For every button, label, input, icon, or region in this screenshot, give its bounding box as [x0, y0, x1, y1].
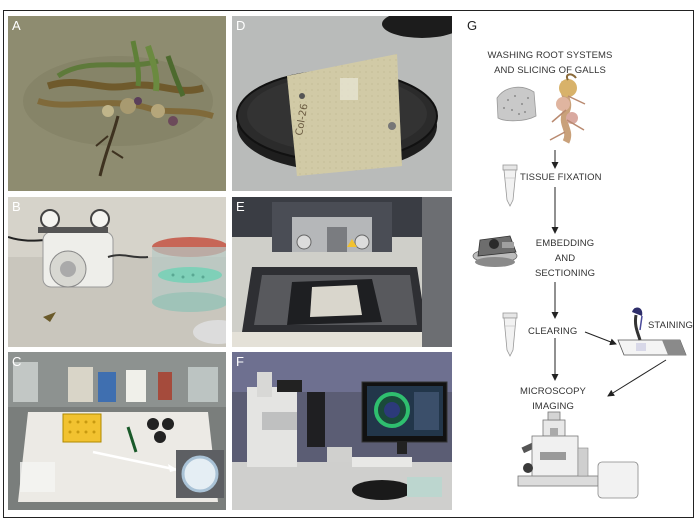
panel-f-photo: F: [232, 352, 452, 510]
plant-roots-image: [8, 16, 226, 191]
panel-a-photo: A: [8, 16, 226, 191]
step-washing-line1: WASHING ROOT SYSTEMS: [487, 50, 613, 61]
panel-d-label: D: [236, 18, 246, 33]
step-embedding-line3: SECTIONING: [534, 268, 596, 279]
panel-f-label: F: [236, 354, 244, 369]
panel-e-label: E: [236, 199, 245, 214]
panel-c-label: C: [12, 354, 22, 369]
panel-e-photo: E: [232, 197, 452, 347]
step-embedding-line2: AND: [554, 253, 576, 264]
panel-d-photo: Col-26 D: [232, 16, 452, 191]
step-embedding-line1: EMBEDDING: [535, 238, 595, 249]
step-microscopy: MICROSCOPY IMAGING: [508, 384, 598, 414]
panel-b-photo: B: [8, 197, 226, 347]
step-microscopy-line2: IMAGING: [532, 401, 574, 412]
microtome-image: [232, 197, 452, 347]
specimen-holder-image: Col-26: [232, 16, 452, 191]
microscope-station-image: [232, 352, 452, 510]
panel-a-label: A: [12, 18, 21, 33]
step-microscopy-line1: MICROSCOPY: [520, 386, 586, 397]
step-washing-line2: AND SLICING OF GALLS: [494, 65, 606, 76]
step-fixation: TISSUE FIXATION: [520, 172, 602, 183]
step-clearing: CLEARING: [528, 326, 578, 337]
lab-bench-image: [8, 352, 226, 510]
panel-c-photo: C: [8, 352, 226, 510]
step-staining: STAINING: [648, 320, 693, 331]
panel-b-label: B: [12, 199, 21, 214]
vacuum-pump-image: [8, 197, 226, 347]
step-embedding: EMBEDDING AND SECTIONING: [530, 236, 600, 281]
panel-g-label: G: [467, 18, 478, 33]
step-washing: WASHING ROOT SYSTEMS AND SLICING OF GALL…: [475, 48, 625, 78]
